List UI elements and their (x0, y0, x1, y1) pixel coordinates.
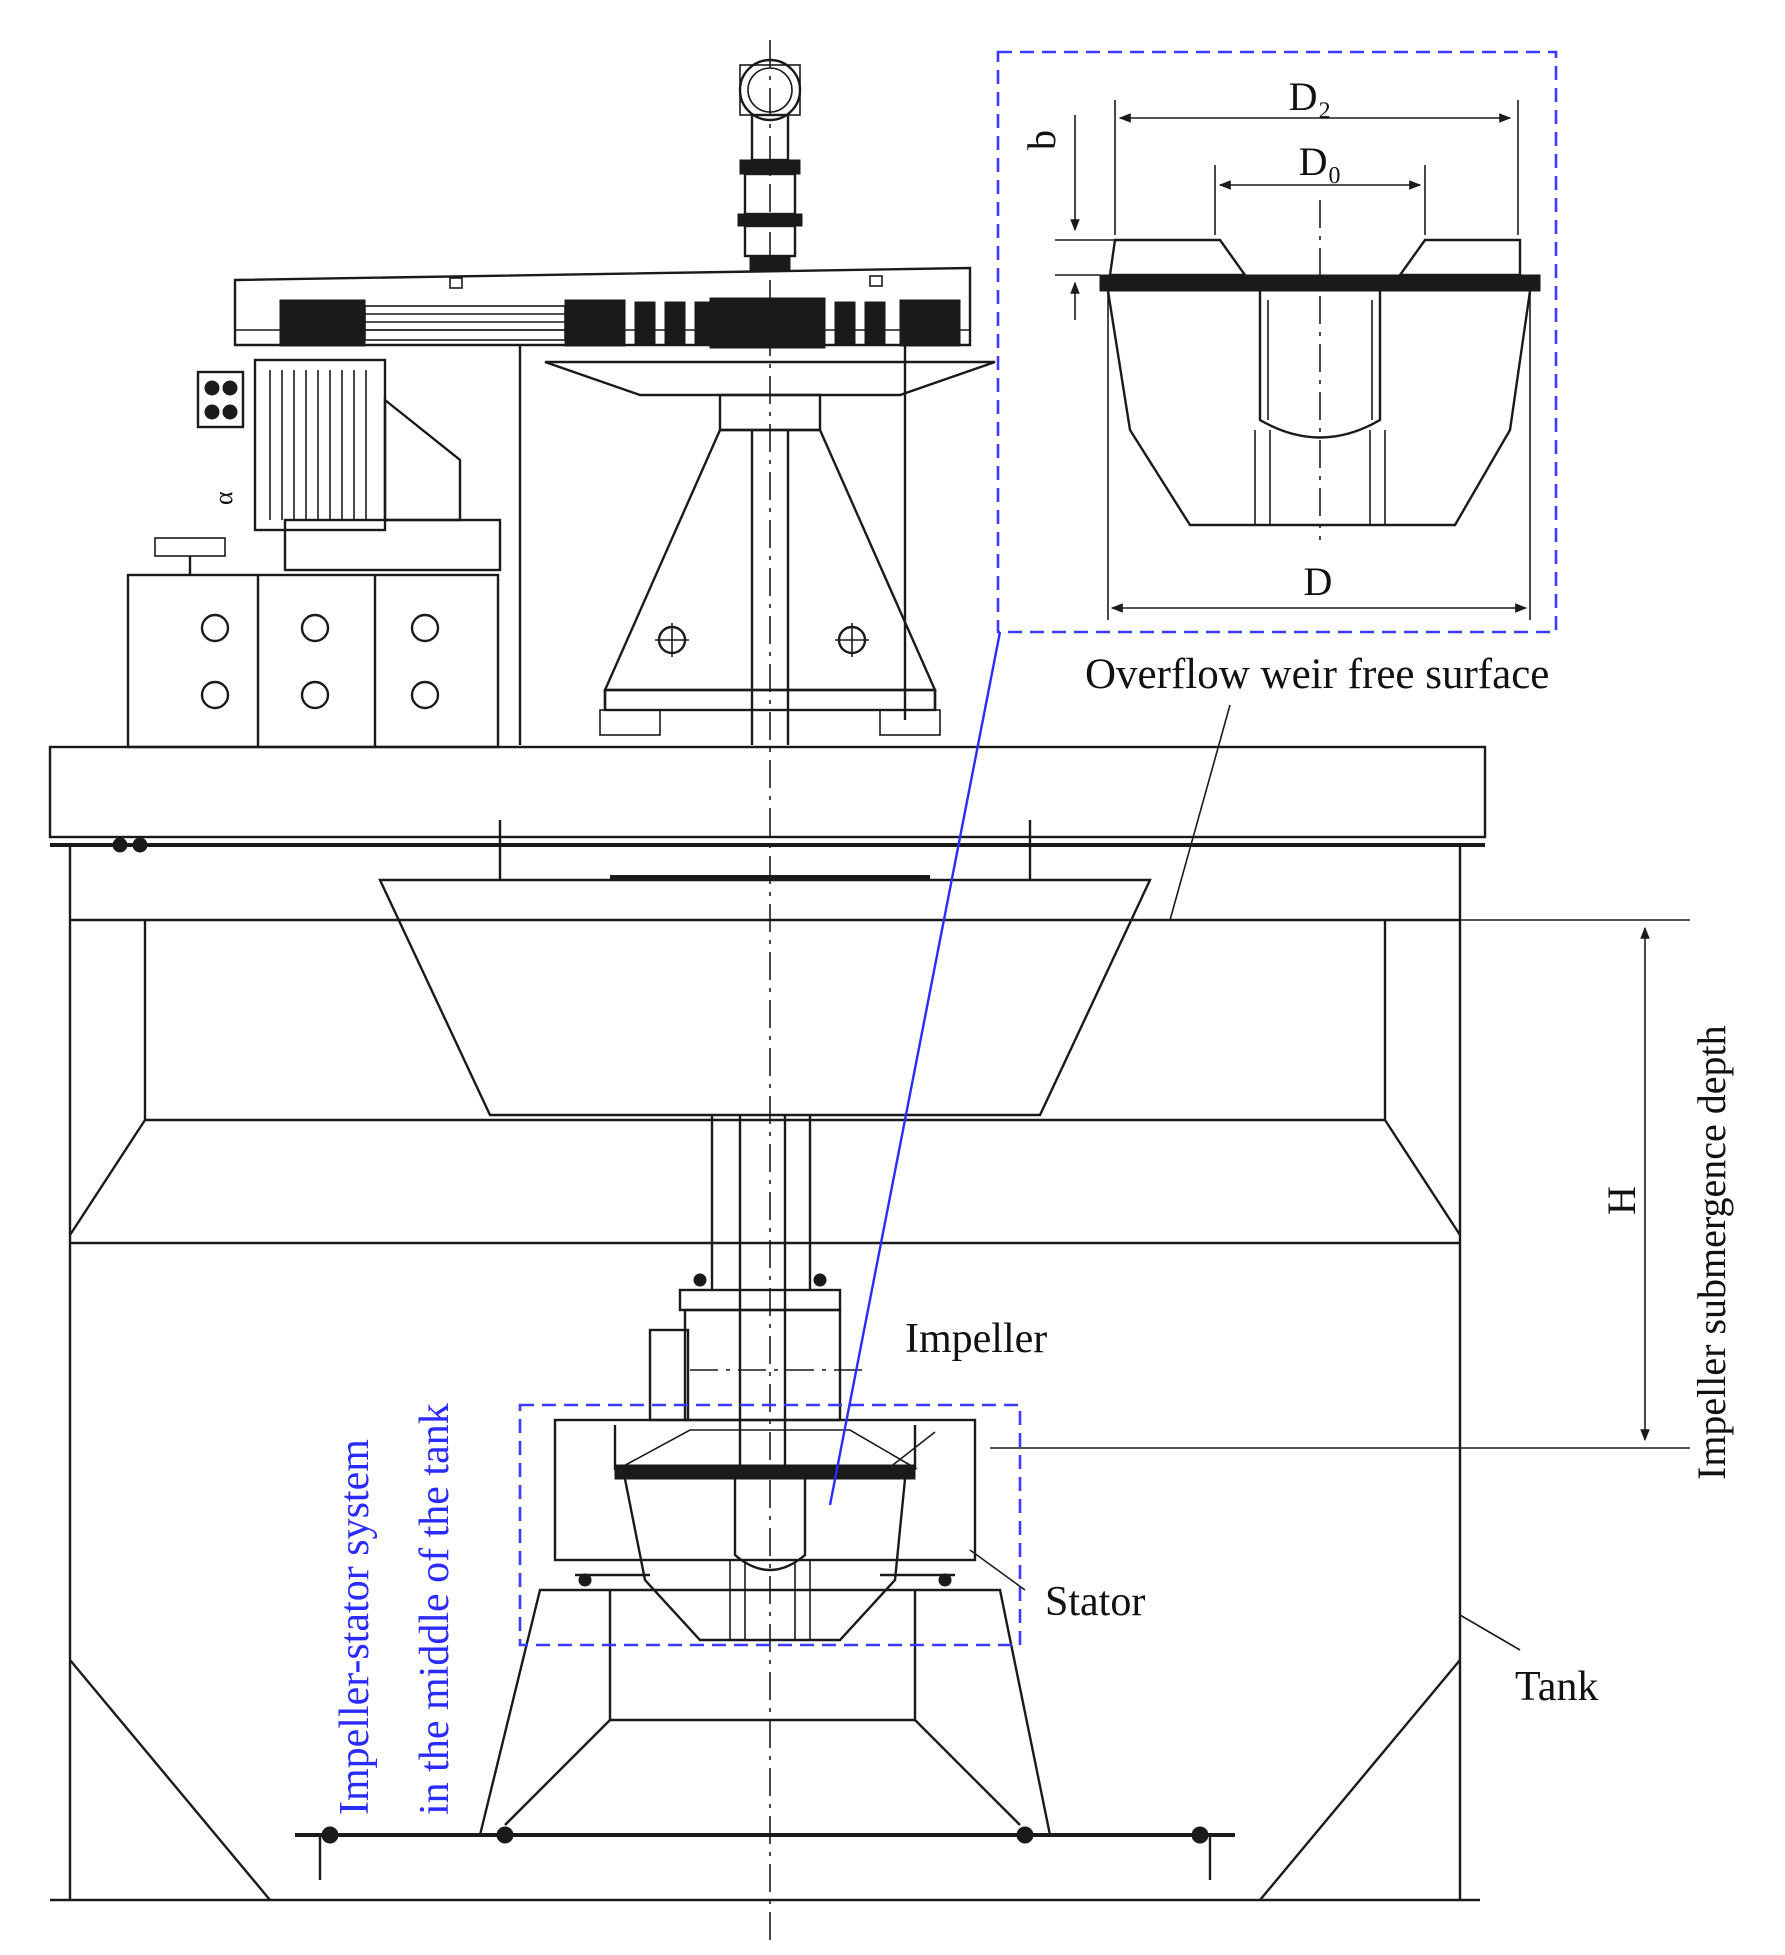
overflow-label: Overflow weir free surface (1085, 651, 1549, 698)
central-support-frame (518, 345, 996, 745)
d0-label: D₀ (1299, 139, 1342, 184)
detail-view (996, 50, 1558, 634)
d2-label: D₂ (1289, 74, 1332, 119)
detail-dashed-box (996, 50, 1558, 634)
stator-leader (969, 1549, 1026, 1591)
stator-label: Stator (1045, 1579, 1145, 1625)
detail-leader-line (828, 631, 1002, 1506)
b-label: b (1019, 130, 1064, 150)
system-label-line2: in the middle of the tank (412, 1403, 458, 1815)
svg-text:α: α (209, 491, 238, 505)
tank-body (50, 845, 1480, 1902)
top-drive-assembly (737, 58, 803, 271)
h-label: H (1599, 1186, 1644, 1215)
impeller-leader (879, 1431, 936, 1476)
lower-support-base (295, 1588, 1235, 1880)
impeller-shaft (648, 1115, 865, 1465)
overflow-leader (1169, 704, 1231, 921)
deck-platform (48, 745, 1487, 880)
belt-drive-beam (233, 266, 972, 349)
froth-crowder-cone (378, 875, 1152, 1117)
motor-assembly: α (196, 358, 502, 572)
impeller-stator-highlight-box (518, 1403, 1022, 1647)
tank-label: Tank (1515, 1664, 1598, 1710)
submergence-dimension (990, 919, 1690, 1449)
impeller-label: Impeller (905, 1316, 1047, 1362)
impeller-stator-assembly (553, 1418, 977, 1642)
system-label-line1: Impeller-stator system (332, 1439, 378, 1815)
submergence-label: Impeller submergence depth (1689, 1025, 1734, 1480)
tank-leader (1459, 1614, 1521, 1651)
d-label: D (1304, 559, 1333, 604)
